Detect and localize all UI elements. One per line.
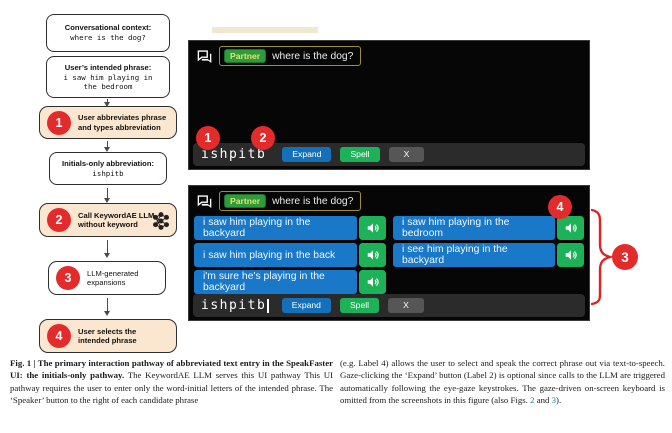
step-3-label: LLM-generated expansions xyxy=(87,268,139,287)
intent-box-title: User’s intended phrase: xyxy=(64,62,152,72)
step-2-number-badge: 2 xyxy=(47,208,71,232)
speakfaster-screenshot-1: Partner where is the dog? ishpitb Expand… xyxy=(188,40,590,170)
caption-right-column: (e.g. Label 4) allows the user to select… xyxy=(340,357,665,407)
context-box-title: Conversational context: xyxy=(64,23,152,33)
expand-button[interactable]: Expand xyxy=(282,146,332,163)
flowchart-box-context: Conversational context: where is the dog… xyxy=(46,14,170,52)
flow-arrow-4 xyxy=(102,240,112,258)
candidate-phrase-1[interactable]: i saw him playing in the backyard xyxy=(194,216,357,240)
label-1-badge: 1 xyxy=(196,126,220,150)
intent-box-body: i saw him playing in the bedroom xyxy=(63,72,153,91)
speaker-icon xyxy=(367,250,379,260)
candidate-phrase-5[interactable]: i'm sure he's playing in the backyard xyxy=(194,270,357,294)
figure-3-link[interactable]: 3 xyxy=(551,395,557,406)
expand-button[interactable]: Expand xyxy=(281,297,331,314)
step-1-number-badge: 1 xyxy=(47,110,71,135)
context-chip[interactable]: Partner where is the dog? xyxy=(219,191,362,211)
abbrev-box-body: ishpitb xyxy=(92,168,124,178)
flow-arrow-1 xyxy=(102,99,112,107)
caption-end: ). xyxy=(556,395,562,406)
flow-arrow-5 xyxy=(102,298,112,316)
flowchart-box-intended-phrase: User’s intended phrase: i saw him playin… xyxy=(46,56,170,98)
speaker-button-3[interactable] xyxy=(359,243,386,267)
step-3-number-badge: 3 xyxy=(56,266,80,290)
partner-badge: Partner xyxy=(224,194,267,208)
flow-arrow-2 xyxy=(102,141,112,152)
chat-icon xyxy=(197,194,212,208)
speaker-button-1[interactable] xyxy=(359,216,386,240)
figure-2-link[interactable]: 2 xyxy=(530,395,535,406)
neural-network-icon xyxy=(153,212,169,230)
context-chip[interactable]: Partner where is the dog? xyxy=(219,46,362,66)
caption-right-text: (e.g. Label 4) allows the user to select… xyxy=(340,358,665,406)
context-text: where is the dog? xyxy=(272,50,354,62)
text-cursor xyxy=(267,298,269,313)
spell-button[interactable]: Spell xyxy=(339,297,380,314)
abbreviation-input-row[interactable]: ishpitb Expand Spell X xyxy=(193,143,585,166)
abbreviation-input[interactable]: ishpitb xyxy=(201,298,267,313)
flowchart-box-abbreviation: Initials-only abbreviation: ishpitb xyxy=(49,152,167,185)
speaker-icon xyxy=(565,223,577,233)
label-4-badge: 4 xyxy=(548,195,572,219)
flowchart-step-2: 2 Call KeywordAE LLM without keyword xyxy=(39,203,177,237)
step-1-label: User abbreviates phrase and types abbrev… xyxy=(78,113,167,132)
expansions-brace xyxy=(590,208,615,306)
spell-button[interactable]: Spell xyxy=(340,146,380,163)
abbreviation-input[interactable]: ishpitb xyxy=(201,147,267,162)
label-2-badge: 2 xyxy=(251,126,275,150)
chat-icon xyxy=(197,49,212,63)
context-box-body: where is the dog? xyxy=(70,33,146,43)
context-row: Partner where is the dog? xyxy=(196,191,362,211)
candidate-phrase-3[interactable]: i saw him playing in the back xyxy=(194,243,357,267)
flow-arrow-3 xyxy=(102,188,112,203)
close-button[interactable]: X xyxy=(388,146,425,163)
abbreviation-input-row[interactable]: ishpitb Expand Spell X xyxy=(193,294,585,317)
speaker-icon xyxy=(367,223,379,233)
abbrev-box-title: Initials-only abbreviation: xyxy=(62,158,154,168)
speaker-button-2[interactable] xyxy=(557,216,584,240)
partner-badge: Partner xyxy=(224,49,267,63)
step-2-label: Call KeywordAE LLM without keyword xyxy=(78,210,155,229)
flowchart-step-1: 1 User abbreviates phrase and types abbr… xyxy=(39,106,177,139)
flowchart-step-4: 4 User selects the intended phrase xyxy=(39,319,177,353)
context-text: where is the dog? xyxy=(272,195,354,207)
step-4-number-badge: 4 xyxy=(47,324,71,348)
caption-and: and xyxy=(534,395,552,406)
label-3-badge: 3 xyxy=(612,244,638,270)
caption-title: Fig. 1 | The primary interaction pathway… xyxy=(10,358,333,381)
candidate-phrase-2[interactable]: i saw him playing in the bedroom xyxy=(393,216,555,240)
speaker-icon xyxy=(367,277,379,287)
speaker-button-4[interactable] xyxy=(557,243,584,267)
candidate-phrase-4[interactable]: i see him playing in the backyard xyxy=(393,243,555,267)
speaker-button-5[interactable] xyxy=(359,270,386,294)
speakfaster-screenshot-2: Partner where is the dog? i saw him play… xyxy=(188,185,590,321)
caption-left-column: Fig. 1 | The primary interaction pathway… xyxy=(10,357,333,407)
cropped-ui-artifact xyxy=(212,27,318,33)
speaker-icon xyxy=(565,250,577,260)
close-button[interactable]: X xyxy=(388,297,424,314)
step-4-label: User selects the intended phrase xyxy=(78,326,137,345)
caption-left-text: The KeywordAE LLM serves this UI pathway… xyxy=(10,370,333,406)
context-row: Partner where is the dog? xyxy=(196,46,362,66)
flowchart-step-3: 3 LLM-generated expansions xyxy=(48,261,166,295)
